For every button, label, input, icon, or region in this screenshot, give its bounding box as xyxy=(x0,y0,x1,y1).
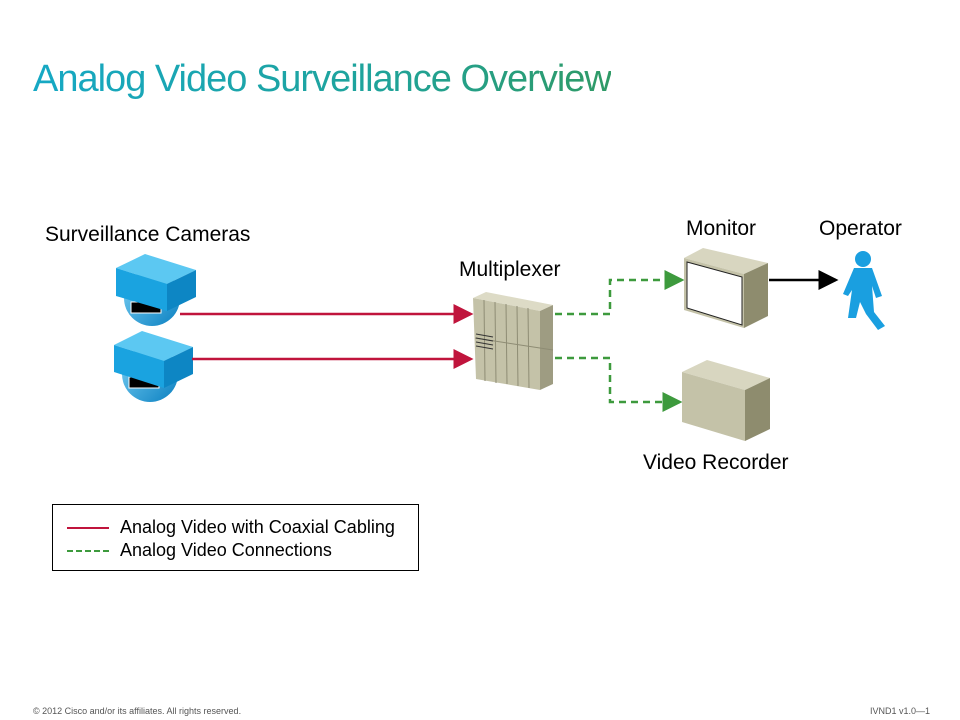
copyright: © 2012 Cisco and/or its affiliates. All … xyxy=(33,706,242,716)
operator-label: Operator xyxy=(819,217,902,240)
video-recorder-icon xyxy=(682,360,770,441)
camera-icon xyxy=(114,331,193,402)
legend-item-connections: Analog Video Connections xyxy=(67,540,332,561)
slide-title: Analog Video Surveillance Overview xyxy=(33,58,612,100)
multiplexer-label: Multiplexer xyxy=(459,258,561,281)
camera-icon xyxy=(116,254,196,326)
solid-line-swatch xyxy=(67,526,109,529)
connection-line xyxy=(555,356,683,412)
legend-label: Analog Video with Coaxial Cabling xyxy=(120,517,395,537)
connection-line xyxy=(555,270,685,316)
legend-label: Analog Video Connections xyxy=(120,540,332,560)
monitor-label: Monitor xyxy=(686,217,757,240)
slide-id: IVND1 v1.0—1 xyxy=(869,706,930,716)
recorder-label: Video Recorder xyxy=(643,451,789,474)
cameras-label: Surveillance Cameras xyxy=(45,223,251,246)
monitor-icon xyxy=(684,248,768,328)
dashed-line-swatch xyxy=(67,549,109,552)
operator-icon xyxy=(843,251,885,330)
multiplexer-icon xyxy=(473,292,554,390)
legend-item-coax: Analog Video with Coaxial Cabling xyxy=(67,517,395,538)
legend: Analog Video with Coaxial Cabling Analog… xyxy=(52,504,419,571)
